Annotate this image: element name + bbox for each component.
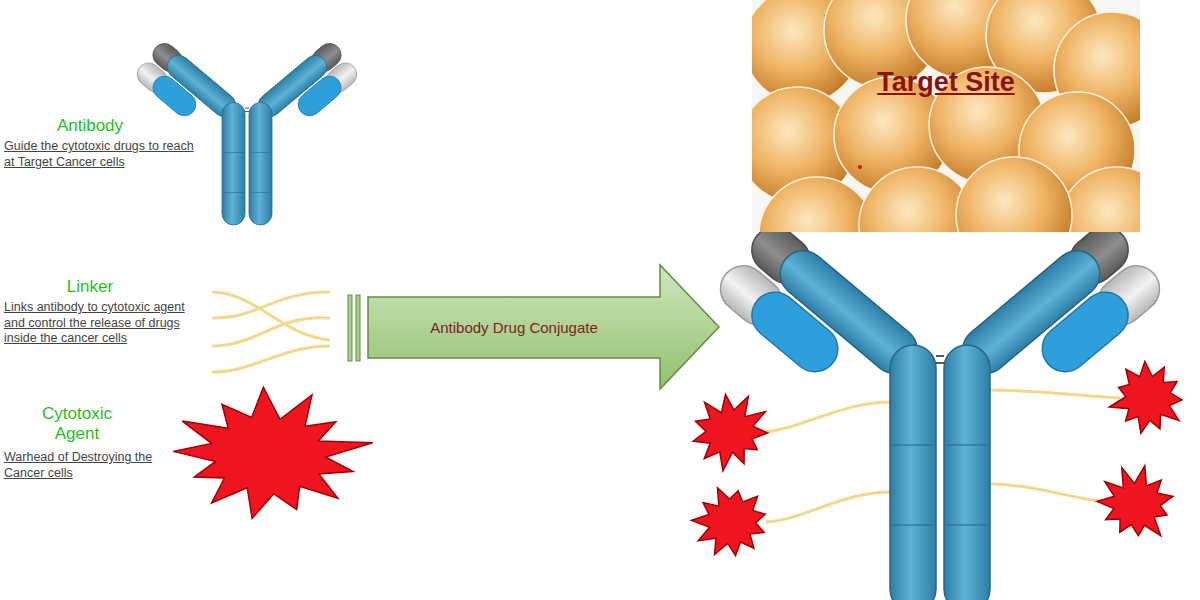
antibody-segment (1033, 283, 1138, 381)
linker-strand (988, 390, 1120, 398)
domain-line (947, 445, 987, 446)
adc-linkers (762, 390, 1120, 522)
antibody-segment (148, 71, 200, 120)
marker-dot (858, 165, 862, 169)
target-cells: Target Site (752, 0, 1140, 232)
cytotoxic-star (691, 488, 765, 556)
arrow-bar (356, 295, 360, 361)
domain-line (224, 152, 244, 153)
part-description: Guide the cytotoxic drugs to reach at Ta… (4, 139, 202, 170)
cytotoxic-star (1097, 466, 1173, 536)
domain-line (251, 152, 271, 153)
arrow-label: Antibody Drug Conjugate (368, 297, 660, 358)
cytotoxic-star (173, 387, 372, 518)
domain-line (893, 525, 933, 526)
linker-illustration (212, 292, 330, 372)
antibody-stem (249, 103, 272, 226)
linker-strand (766, 492, 892, 522)
linker-strand (212, 346, 330, 372)
cell-cluster (752, 0, 1140, 232)
adc-antibody (710, 218, 1169, 600)
domain-line (893, 445, 933, 446)
antibody-stem (222, 103, 245, 226)
part-description: Warhead of Destroying the Cancer cells (4, 450, 154, 481)
antibody-segment (743, 283, 848, 381)
part-name: Linker (20, 277, 160, 297)
cancer-cell (956, 157, 1072, 232)
linker-strand (212, 292, 330, 340)
disulfide-bond (245, 111, 249, 112)
domain-line (251, 192, 271, 193)
part-name: Antibody (20, 116, 160, 136)
arrow-bar (348, 295, 352, 361)
part-description: Links antibody to cytotoxic agent and co… (4, 300, 204, 347)
disulfide-bond (936, 355, 944, 357)
arrow-body (368, 265, 719, 389)
site-title: Target Site (772, 62, 1120, 102)
cancer-cell (759, 177, 875, 232)
cytotoxic-star (693, 394, 767, 470)
linker-strand (212, 292, 330, 318)
domain-line (947, 525, 987, 526)
antibody-illustration (132, 39, 362, 225)
linker-strand (762, 402, 892, 432)
linker-strand (212, 318, 330, 346)
disulfide-bond (936, 362, 944, 364)
process-arrow: Antibody Drug Conjugate (346, 262, 722, 392)
cytotoxic-star (1109, 361, 1182, 433)
part-name: Cytotoxic Agent (22, 404, 132, 445)
disulfide-bond (245, 108, 249, 109)
linker-strand (988, 484, 1108, 502)
antibody-segment (293, 71, 345, 120)
antibody-stem (890, 345, 936, 600)
antibody-stem (944, 345, 990, 600)
domain-line (224, 192, 244, 193)
